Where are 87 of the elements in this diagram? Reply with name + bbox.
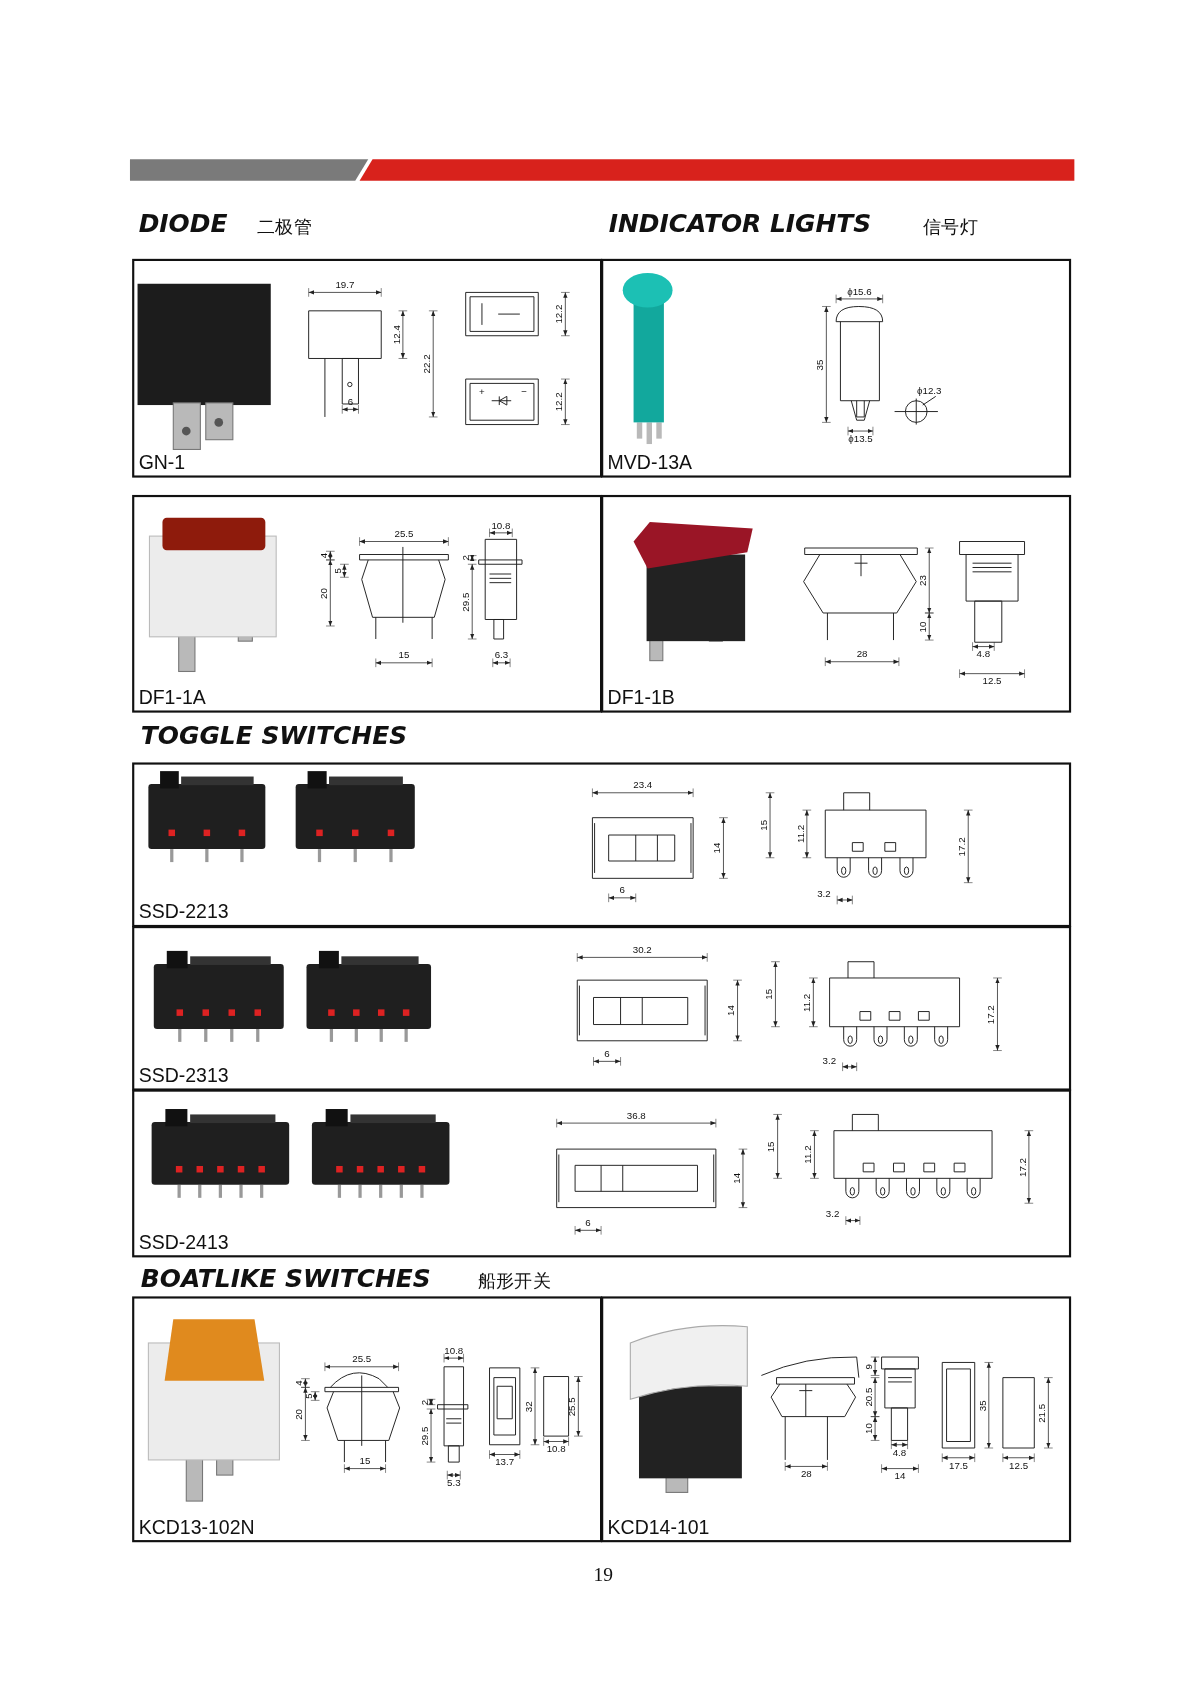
dimension-label: 11.2 [801,993,813,1012]
dimension-label: 11.2 [794,824,806,844]
dimension-label: 3.2 [825,1208,840,1220]
dimension-label: 22.2 [421,354,433,374]
dimension-label: 25.5 [352,1353,372,1365]
dimension-label: 35 [814,359,826,370]
dimension-label: 20 [293,1408,305,1420]
dimension-label: 15 [359,1455,371,1467]
dimension-label: 2 [460,555,472,561]
model-label: DF1-1B [607,686,675,710]
dimension-label: 12.2 [553,304,565,324]
dimension-label: 15 [758,819,769,831]
dimension-label: 36.8 [626,1110,646,1121]
dimension-label: 35 [976,1399,988,1411]
dimension-label: 29.5 [419,1426,430,1446]
dimension-label: 23 [917,575,929,586]
dimension-label: 4.8 [892,1446,907,1458]
dimension-label: 4 [293,1380,305,1386]
section-heading: 信号灯 [922,214,978,239]
dimension-label: 14 [731,1172,742,1184]
dimension-label: 17.2 [956,836,968,856]
dimension-label: ϕ13.5 [848,433,873,445]
dimension-label: 28 [800,1468,812,1480]
dimension-label: 5.3 [447,1477,461,1489]
dimension-label: 15 [765,1140,777,1152]
dimension-label: 14 [711,842,723,854]
dimension-label: 13.7 [495,1456,515,1468]
dimension-label: 10.8 [444,1345,464,1356]
dimension-label: ϕ15.6 [847,285,872,297]
dimension-label: 6 [585,1217,591,1229]
dimension-label: 3.2 [822,1054,837,1066]
model-label: KCD14-101 [607,1516,710,1539]
dimension-label: 6.3 [494,649,509,661]
dimension-label: 28 [856,648,868,660]
dimension-label: 15 [398,649,410,661]
model-label: SSD-2413 [138,1231,229,1255]
dimension-label: 4.8 [976,648,991,660]
dimension-label: 29.5 [460,592,472,612]
dimension-label: 9 [863,1363,874,1369]
dimension-label: 15 [763,988,775,1000]
dimension-label: 3.2 [817,888,831,899]
polarity-label: − [521,386,528,398]
dimension-label: 12.5 [1009,1459,1029,1471]
dimension-label: 4 [318,552,330,559]
model-label: KCD13-102N [138,1516,255,1539]
dimension-label: 20.5 [863,1387,874,1407]
dimension-label: 25.5 [394,528,414,540]
section-heading: 二极管 [256,214,312,239]
section-heading: 船形开关 [477,1268,552,1293]
dimension-label: 21.5 [1036,1403,1048,1423]
dimension-label: 10.8 [491,519,511,531]
dimension-label: 2 [419,1399,430,1405]
section-heading: DIODE [138,208,228,239]
section-heading: TOGGLE SWITCHES [140,720,408,751]
dimension-label: 6 [347,396,354,408]
dimension-label: 17.2 [1016,1157,1028,1177]
section-heading: BOATLIKE SWITCHES [140,1262,431,1294]
dimension-label: 11.2 [802,1145,814,1164]
dimension-label: 6 [619,884,625,896]
model-label: GN-1 [138,451,186,475]
dimension-label: 10 [917,621,929,632]
section-heading: INDICATOR LIGHTS [608,208,872,239]
model-label: MVD-13A [607,451,693,475]
model-label: SSD-2213 [138,901,229,924]
dimension-label: 12.5 [982,675,1002,687]
dimension-label: 6 [604,1048,610,1060]
page-number: 19 [593,1563,613,1586]
dimension-label: 10 [863,1423,874,1434]
dimension-label: 12.4 [390,325,402,345]
dimension-label: 30.2 [632,944,652,956]
dimension-label: 20 [318,587,330,599]
polarity-label: + [479,386,485,398]
dimension-label: 5 [303,1393,315,1399]
dimension-label: 23.4 [633,779,653,791]
model-label: SSD-2313 [138,1064,229,1088]
dimension-label: 14 [725,1005,737,1016]
dimension-label: 10.8 [546,1443,566,1455]
polarity-label: ϕ12.3 [917,385,942,397]
model-label: DF1-1A [138,686,206,710]
dimension-label: 12.2 [553,392,565,412]
dimension-label: 19.7 [335,279,355,291]
dimension-label: 25.5 [566,1396,578,1416]
dimension-label: 14 [894,1470,906,1482]
dimension-label: 32 [523,1400,534,1412]
dimension-label: 5 [332,568,344,574]
dimension-label: 17.5 [949,1459,968,1471]
dimension-label: 17.2 [985,1004,997,1024]
